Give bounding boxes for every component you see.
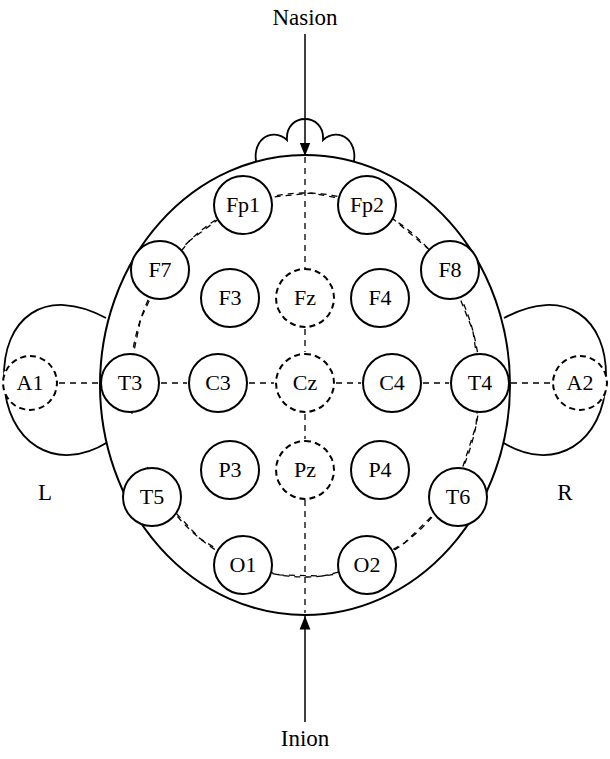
midline-top bbox=[304, 157, 305, 268]
landmark-label: Nasion bbox=[270, 5, 339, 30]
electrode-circle: T5 bbox=[122, 467, 182, 527]
electrode-label: C3 bbox=[205, 372, 231, 394]
electrode-label: T4 bbox=[468, 372, 492, 394]
electrode-label: Cz bbox=[293, 372, 317, 394]
electrode-circle: Fz bbox=[275, 268, 335, 328]
electrode-label: T5 bbox=[140, 486, 164, 508]
dashed-connector bbox=[273, 574, 338, 577]
electrode-label: C4 bbox=[379, 372, 405, 394]
electrode-circle: O1 bbox=[213, 535, 273, 595]
dashed-connector bbox=[462, 300, 478, 352]
electrode-label: Fp2 bbox=[350, 194, 384, 216]
dashed-connector bbox=[249, 382, 274, 383]
electrode-label: T6 bbox=[446, 486, 470, 508]
electrode-circle: A2 bbox=[552, 355, 608, 411]
dashed-connector bbox=[394, 516, 432, 550]
side-label: R bbox=[555, 480, 574, 505]
electrode-label: Pz bbox=[294, 459, 316, 481]
electrode-circle: F7 bbox=[130, 240, 190, 300]
dashed-connector bbox=[304, 414, 305, 439]
dashed-connector bbox=[511, 382, 551, 383]
electrode-label: O1 bbox=[230, 554, 257, 576]
electrode-label: O2 bbox=[354, 554, 381, 576]
head-outline bbox=[100, 155, 510, 615]
side-label: L bbox=[36, 480, 54, 505]
electrode-label: P4 bbox=[368, 459, 391, 481]
electrode-circle: Fp1 bbox=[213, 175, 273, 235]
electrode-circle: T6 bbox=[428, 467, 488, 527]
dashed-connector bbox=[423, 382, 449, 383]
electrode-label: F8 bbox=[438, 259, 461, 281]
electrode-circle: C4 bbox=[362, 353, 422, 413]
landmark-label: Inion bbox=[279, 726, 332, 751]
dashed-connector bbox=[161, 382, 187, 383]
electrode-label: A2 bbox=[567, 372, 594, 394]
electrode-circle: O2 bbox=[337, 535, 397, 595]
electrode-label: F4 bbox=[368, 287, 391, 309]
electrode-label: Fz bbox=[294, 287, 316, 309]
dashed-connector bbox=[394, 220, 427, 248]
electrode-circle: P4 bbox=[350, 440, 410, 500]
electrode-label: T3 bbox=[118, 372, 142, 394]
nasion-arrow bbox=[304, 34, 306, 156]
inion-arrow bbox=[304, 616, 306, 722]
electrode-circle: A1 bbox=[2, 355, 58, 411]
dashed-connector bbox=[304, 329, 305, 352]
electrode-label: P3 bbox=[218, 459, 241, 481]
dashed-connector bbox=[465, 414, 478, 464]
dashed-connector bbox=[273, 193, 338, 196]
electrode-circle: T4 bbox=[450, 353, 510, 413]
electrode-circle: T3 bbox=[100, 353, 160, 413]
electrode-label: Fp1 bbox=[226, 194, 260, 216]
electrode-circle: C3 bbox=[188, 353, 248, 413]
electrode-circle: F8 bbox=[420, 240, 480, 300]
electrode-circle: P3 bbox=[200, 440, 260, 500]
electrode-circle: F3 bbox=[200, 268, 260, 328]
midline-bottom bbox=[304, 500, 305, 613]
electrode-label: F3 bbox=[218, 287, 241, 309]
dashed-connector bbox=[336, 382, 361, 383]
electrode-circle: Cz bbox=[275, 353, 335, 413]
electrode-label: F7 bbox=[148, 259, 171, 281]
dashed-connector bbox=[59, 382, 99, 383]
electrode-circle: F4 bbox=[350, 268, 410, 328]
electrode-circle: Fp2 bbox=[337, 175, 397, 235]
electrode-label: A1 bbox=[17, 372, 44, 394]
electrode-circle: Pz bbox=[275, 440, 335, 500]
dashed-connector bbox=[131, 193, 480, 576]
dashed-connector bbox=[177, 516, 215, 550]
